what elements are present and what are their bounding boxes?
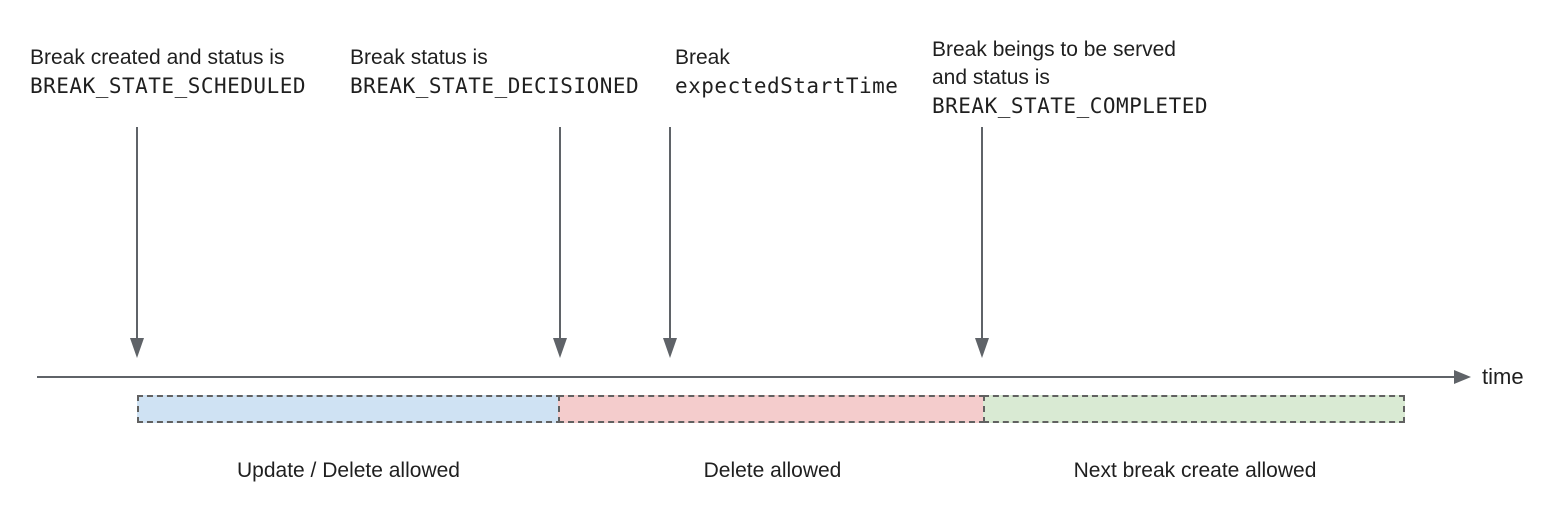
annotation-expected-start-time: Break expectedStartTime <box>675 44 898 100</box>
right-arrow-icon <box>1454 370 1471 384</box>
annotation-text: Break created and status is <box>30 46 285 69</box>
segment-next-break-create-allowed <box>983 395 1405 423</box>
annotation-text: and status is <box>932 66 1050 89</box>
time-axis <box>37 376 1456 378</box>
annotation-code: BREAK_STATE_SCHEDULED <box>30 74 307 98</box>
annotation-code: BREAK_STATE_COMPLETED <box>932 94 1209 118</box>
segment-caption: Next break create allowed <box>1073 459 1317 482</box>
segment-delete-allowed <box>558 395 985 423</box>
time-axis-label: time <box>1482 364 1524 389</box>
segment-caption: Update / Delete allowed <box>237 459 460 482</box>
arrow-head <box>663 338 677 358</box>
arrow-shaft <box>136 127 138 340</box>
down-arrow-icon <box>553 127 567 358</box>
segment-update-delete-allowed <box>137 395 562 423</box>
down-arrow-icon <box>663 127 677 358</box>
arrow-head <box>130 338 144 358</box>
annotation-break-created: Break created and status is BREAK_STATE_… <box>30 44 306 100</box>
down-arrow-icon <box>130 127 144 358</box>
arrow-shaft <box>559 127 561 340</box>
arrow-shaft <box>669 127 671 340</box>
arrow-head <box>975 338 989 358</box>
annotation-text: Break <box>675 46 730 69</box>
annotation-text: Break status is <box>350 46 488 69</box>
annotation-code: expectedStartTime <box>675 74 899 98</box>
segment-caption: Delete allowed <box>703 459 842 482</box>
annotation-code: BREAK_STATE_DECISIONED <box>350 74 640 98</box>
down-arrow-icon <box>975 127 989 358</box>
annotation-text: Break beings to be served <box>932 38 1176 61</box>
arrow-head <box>553 338 567 358</box>
annotation-break-decisioned: Break status is BREAK_STATE_DECISIONED <box>350 44 639 100</box>
arrow-shaft <box>981 127 983 340</box>
annotation-break-completed: Break beings to be served and status is … <box>932 36 1208 120</box>
